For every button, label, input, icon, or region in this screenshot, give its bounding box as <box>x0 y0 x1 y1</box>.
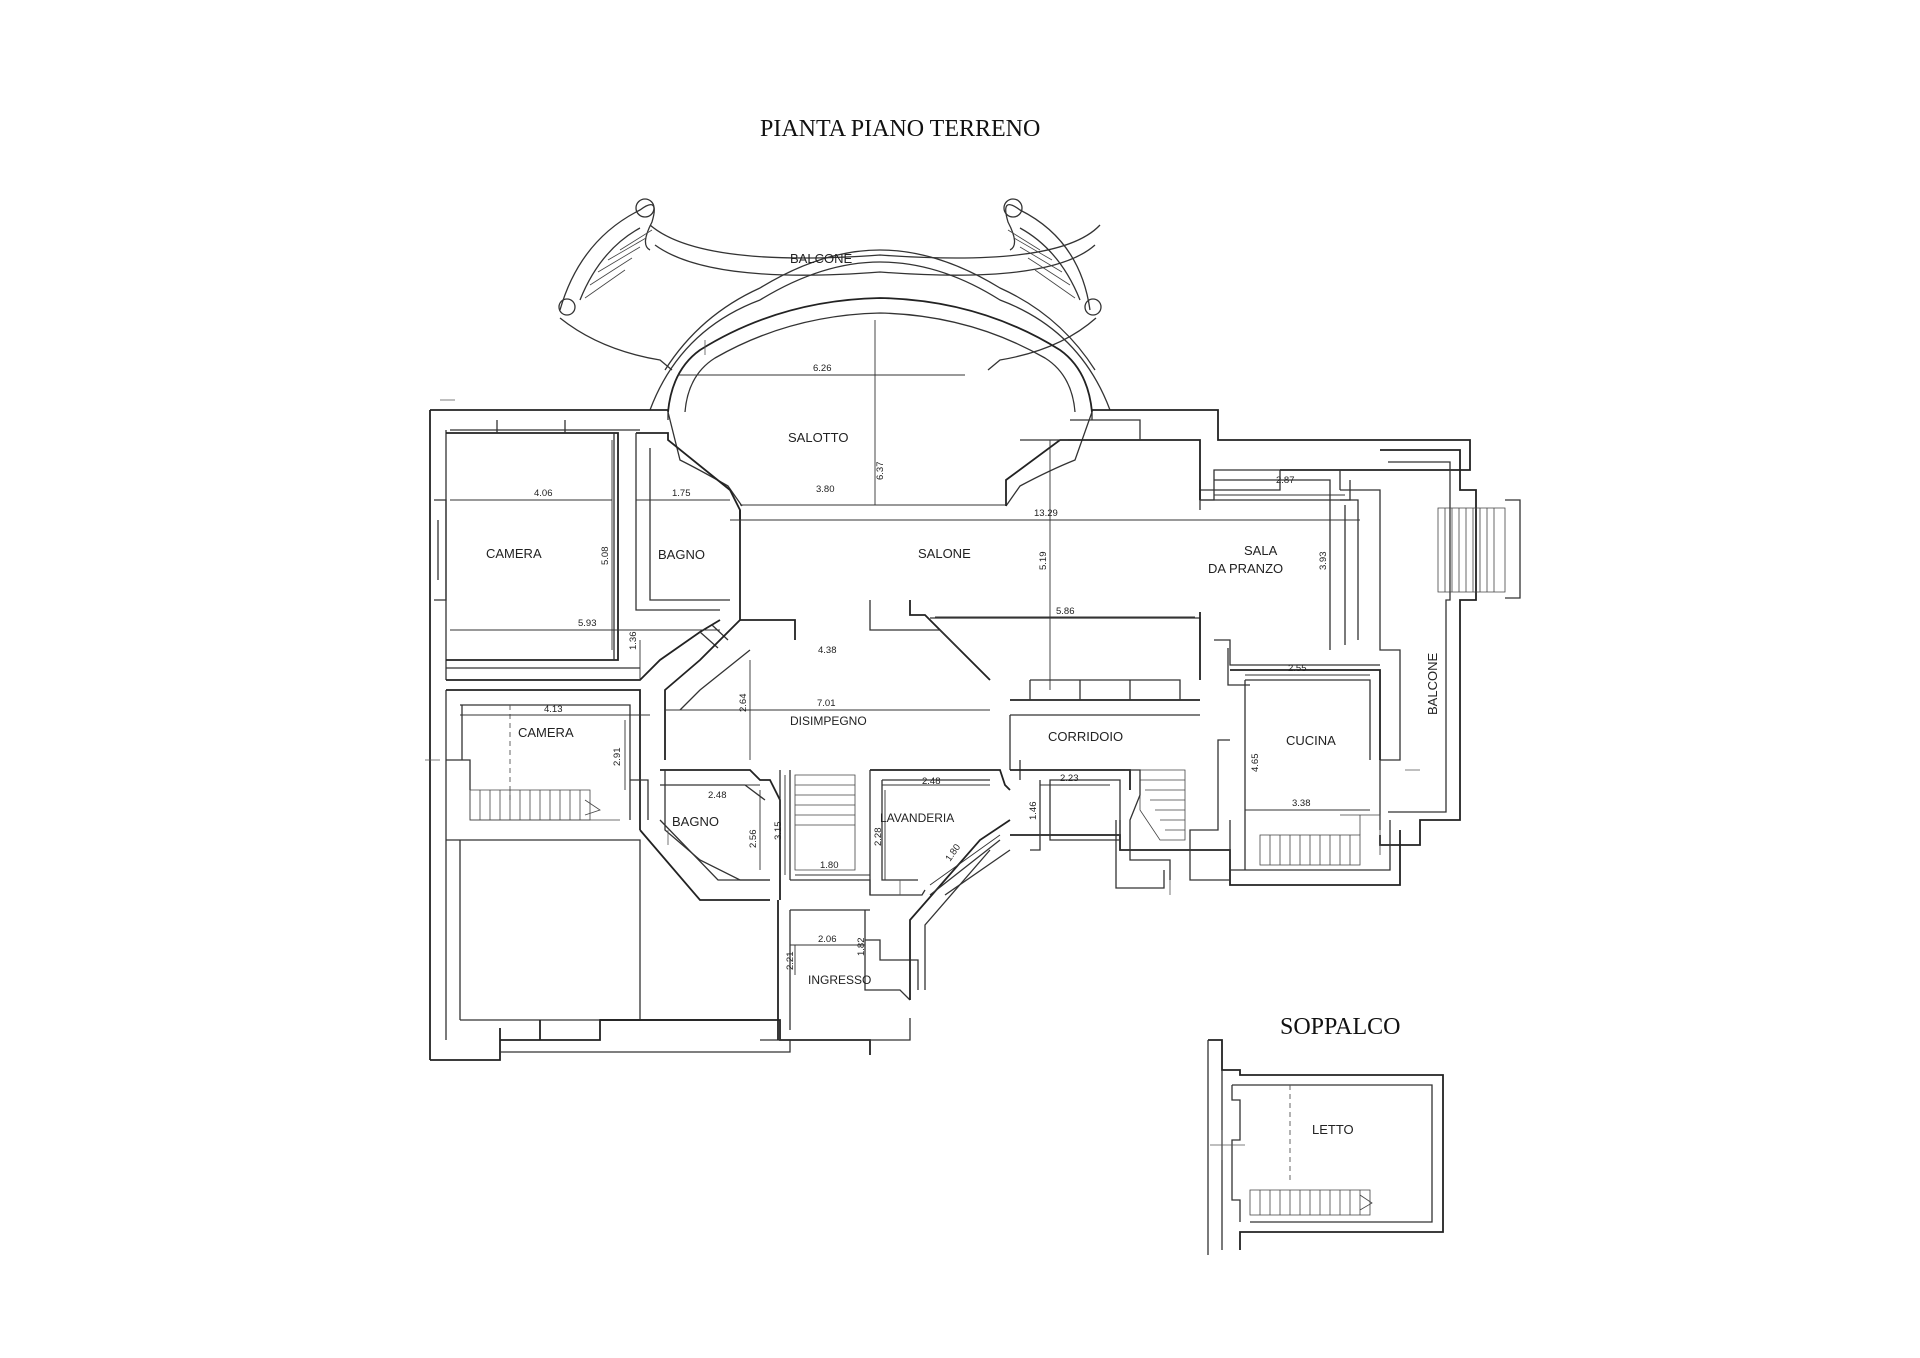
dim-salone-lower: 5.86 <box>1056 606 1075 617</box>
outer-walls <box>429 409 1521 1061</box>
room-label-sala-line2: DA PRANZO <box>1208 561 1283 576</box>
room-label-camera-2: CAMERA <box>518 725 574 740</box>
room-label-salone: SALONE <box>918 546 971 561</box>
room-label-bagno-2: BAGNO <box>672 814 719 829</box>
dim-corr-223: 2.23 <box>1060 773 1079 784</box>
dim-salone-overall: 13.29 <box>1034 508 1058 519</box>
room-label-ingresso: INGRESSO <box>808 973 871 987</box>
dim-camera1-depth: 5.08 <box>600 547 611 566</box>
main-title: PIANTA PIANO TERRENO <box>760 116 1040 142</box>
interior-walls <box>434 419 1381 900</box>
room-label-cucina: CUCINA <box>1286 733 1336 748</box>
dim-camera2-width: 4.13 <box>544 704 563 715</box>
dim-camera1-full: 5.93 <box>578 618 597 629</box>
room-label-camera-1: CAMERA <box>486 546 542 561</box>
room-label-salotto: SALOTTO <box>788 430 848 445</box>
room-label-balcone-top: BALCONE <box>790 251 852 266</box>
room-label-disimpegno: DISIMPEGNO <box>790 714 867 728</box>
dim-sala-depth: 3.93 <box>1318 552 1329 571</box>
dim-camera1-width: 4.06 <box>534 488 553 499</box>
dim-camera2-depth: 2.91 <box>612 748 623 767</box>
dim-corridor-136: 1.36 <box>628 632 639 651</box>
dim-bagno1-width: 1.75 <box>672 488 691 499</box>
salotto-bay <box>667 297 1093 507</box>
room-label-corridoio: CORRIDOIO <box>1048 729 1123 744</box>
dim-salone-depth: 5.19 <box>1038 552 1049 571</box>
room-label-letto: LETTO <box>1312 1122 1354 1137</box>
dim-sala-width: 2.87 <box>1276 475 1295 486</box>
dim-salotto-neck: 3.80 <box>816 484 835 495</box>
room-label-sala-line1: SALA <box>1244 543 1278 558</box>
dimension-lines <box>425 320 1420 985</box>
dim-stair-315: 3.15 <box>773 822 784 841</box>
dim-ingresso-221: 2.21 <box>785 952 796 971</box>
dim-ingresso-depth: 1.82 <box>856 938 867 957</box>
dim-hall-438: 4.38 <box>818 645 837 656</box>
dim-lav-diag: 1.80 <box>943 842 963 863</box>
soppalco-plan <box>1207 1039 1444 1255</box>
dim-disimpegno-depth: 2.64 <box>738 694 749 713</box>
dim-lav-width: 2.48 <box>922 776 941 787</box>
room-label-bagno-1: BAGNO <box>658 547 705 562</box>
dim-lav-depth: 2.28 <box>873 828 884 847</box>
room-label-lavanderia: LAVANDERIA <box>880 811 954 825</box>
dim-stair-180: 1.80 <box>820 860 839 871</box>
dim-disimpegno-width: 7.01 <box>817 698 836 709</box>
curved-balcony <box>558 198 1111 411</box>
dim-corr-146: 1.46 <box>1028 802 1039 821</box>
dim-bagno2-depth: 2.56 <box>748 830 759 849</box>
loft-title: SOPPALCO <box>1280 1014 1401 1040</box>
dim-ingresso-width: 2.06 <box>818 934 837 945</box>
dim-salotto-width: 6.26 <box>813 363 832 374</box>
dim-cucina-depth: 4.65 <box>1250 754 1261 773</box>
dim-salotto-depth: 6.37 <box>875 462 886 481</box>
dim-bagno2-width: 2.48 <box>708 790 727 801</box>
dim-cucina-width: 2.55 <box>1288 663 1307 674</box>
room-label-balcone-right: BALCONE <box>1425 653 1440 715</box>
dim-cucina-lower: 3.38 <box>1292 798 1311 809</box>
